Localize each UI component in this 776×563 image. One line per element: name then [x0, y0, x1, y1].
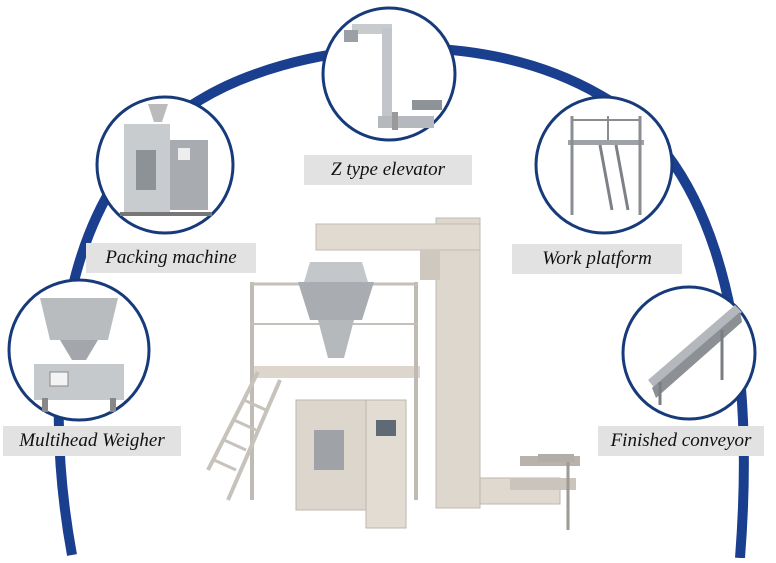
- conveyor-thumbnail-icon: [621, 285, 757, 421]
- work-platform-label: Work platform: [512, 244, 682, 274]
- multihead-weigher-thumbnail-icon: [7, 278, 151, 422]
- work-platform-thumbnail-icon: [534, 95, 674, 235]
- finished-conveyor-label: Finished conveyor: [598, 426, 764, 456]
- complete-packing-line-icon: [206, 217, 580, 530]
- z-type-elevator-label: Z type elevator: [304, 155, 472, 185]
- packing-machine-thumbnail-icon: [95, 95, 235, 235]
- packing-machine-label: Packing machine: [86, 243, 256, 273]
- z-elevator-thumbnail-icon: [321, 6, 457, 142]
- multihead-weigher-label: Multihead Weigher: [3, 426, 181, 456]
